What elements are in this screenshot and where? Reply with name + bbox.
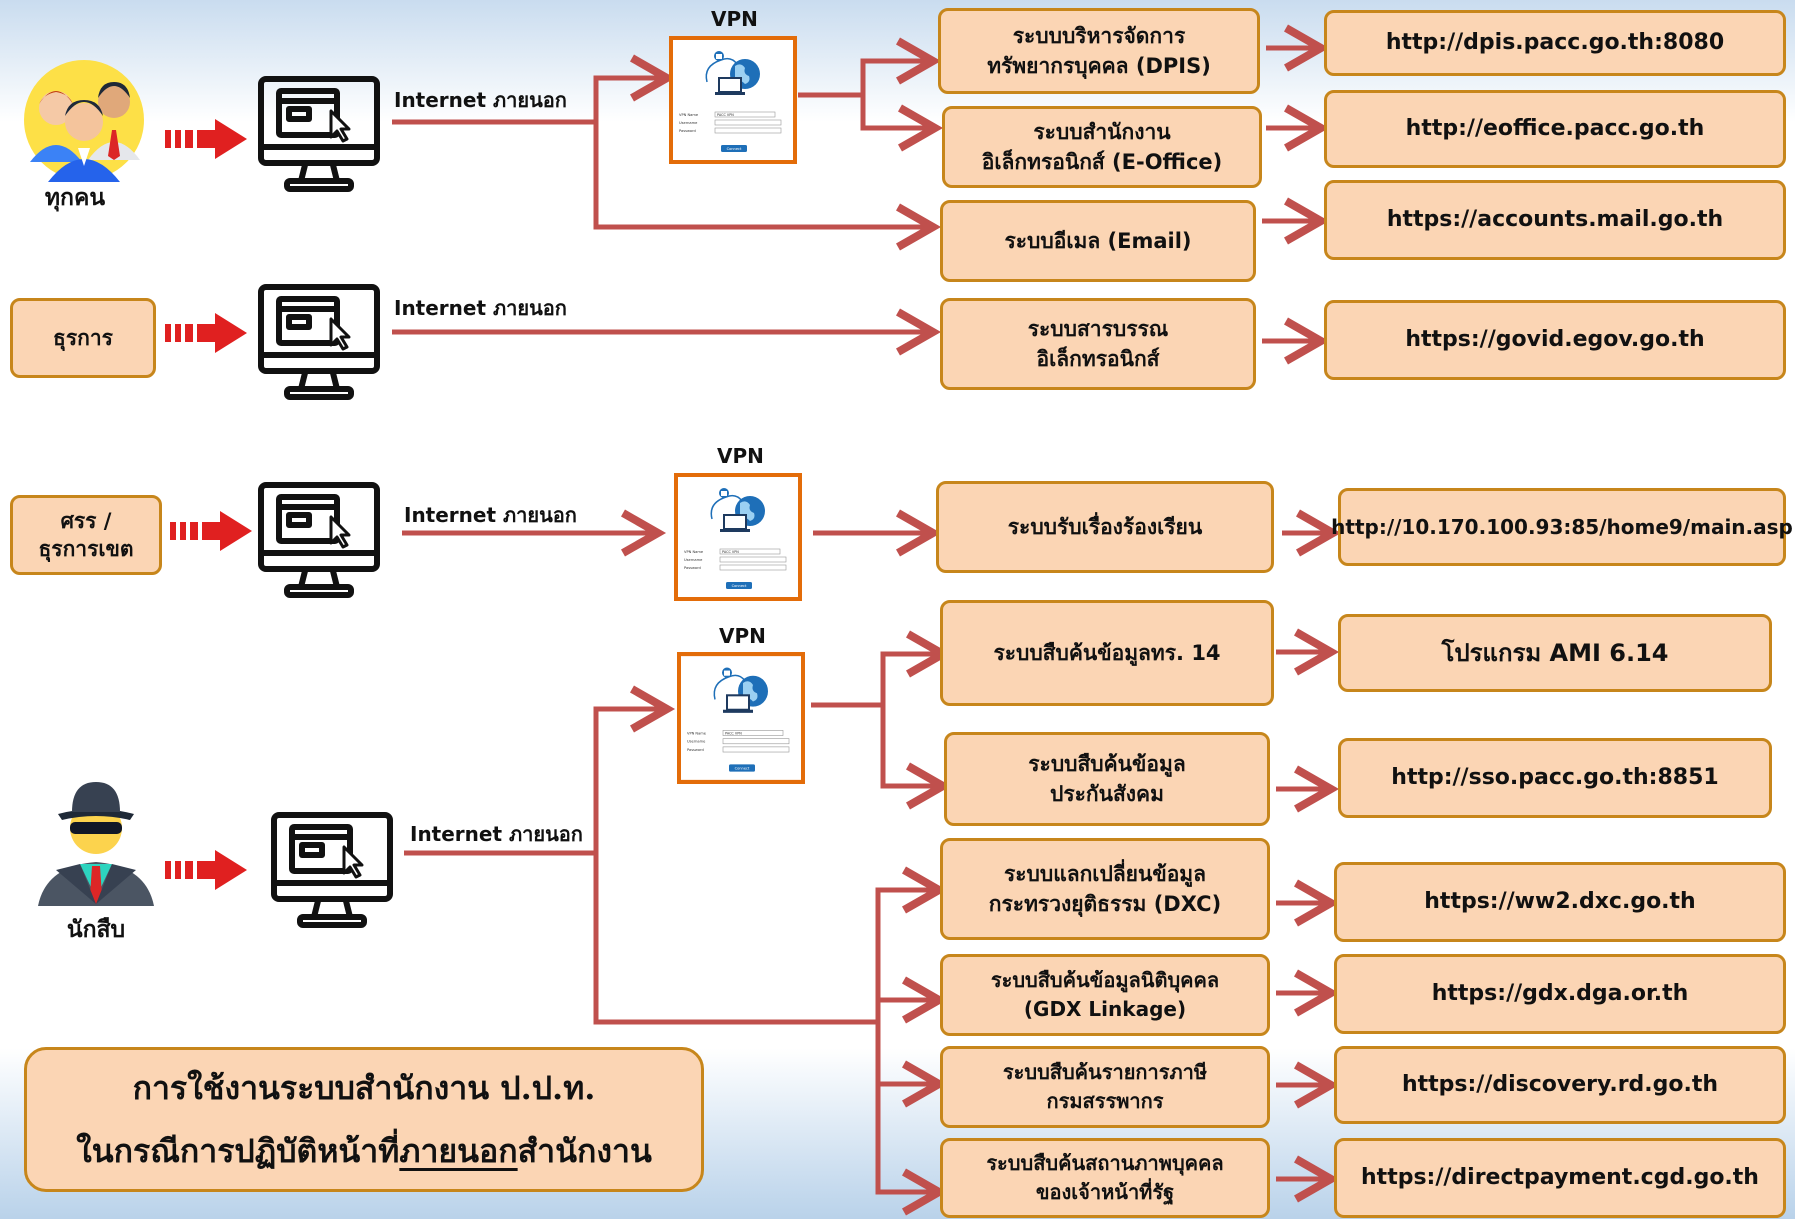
vpn-login-dialog: VPN Name PACC VPN Username Password Conn… bbox=[677, 652, 805, 784]
vpn-name-label: VPN Name bbox=[679, 113, 699, 117]
vpn-globe-icon: VPN Name PACC VPN Username Password Conn… bbox=[677, 652, 805, 784]
vpn-connect-button bbox=[729, 764, 755, 772]
label-regional: ศรร / ธุรการเขต bbox=[10, 495, 162, 575]
label-investigator: นักสืบ bbox=[66, 917, 126, 943]
vpn-username-label: Username bbox=[684, 558, 703, 562]
wire-vpn3-tr14 bbox=[811, 630, 952, 708]
system-gdx: ระบบสืบค้นข้อมูลนิติบุคคล (GDX Linkage) bbox=[940, 954, 1270, 1036]
wire-vpn1-dpis bbox=[798, 37, 942, 98]
caption-internet: Internet ภายนอก bbox=[410, 822, 583, 846]
dashed-arrow-icon bbox=[165, 119, 247, 159]
vpn-connect-label: Connect bbox=[735, 767, 750, 771]
system-complaint: ระบบรับเรื่องร้องเรียน bbox=[936, 481, 1274, 573]
url-rd: https://discovery.rd.go.th bbox=[1334, 1046, 1786, 1124]
computer-monitor-icon bbox=[271, 812, 393, 928]
vpn-connect-label: Connect bbox=[727, 147, 742, 151]
vpn-globe-icon: VPN Name PACC VPN Username Password Conn… bbox=[669, 36, 797, 164]
vpn-name-value: PACC VPN bbox=[717, 113, 734, 117]
vpn-password-label: Password bbox=[684, 566, 701, 570]
url-gdx: https://gdx.dga.or.th bbox=[1334, 954, 1786, 1034]
wire-everyone-main bbox=[392, 54, 676, 125]
label-clerical: ธุรการ bbox=[10, 298, 156, 378]
wire-vpn3-sso bbox=[880, 705, 952, 810]
vpn-connect-button bbox=[721, 145, 747, 152]
wire-bus-rd bbox=[875, 1022, 948, 1108]
vpn-globe-icon: VPN Name PACC VPN Username Password Conn… bbox=[674, 473, 802, 601]
dashed-arrow-icon bbox=[170, 511, 252, 551]
caption-internet: Internet ภายนอก bbox=[394, 296, 567, 320]
url-email: https://accounts.mail.go.th bbox=[1324, 180, 1786, 260]
computer-monitor-icon bbox=[258, 284, 380, 400]
investigator-icon bbox=[38, 782, 154, 906]
wire-investigator-main bbox=[404, 685, 676, 856]
system-sso: ระบบสืบค้นข้อมูล ประกันสังคม bbox=[944, 732, 1270, 826]
dashed-arrow-icon bbox=[165, 850, 247, 890]
vpn-password-label: Password bbox=[687, 748, 704, 752]
vpn-connect-label: Connect bbox=[732, 584, 747, 588]
system-dpis: ระบบบริหารจัดการ ทรัพยากรบุคคล (DPIS) bbox=[938, 8, 1260, 94]
label-everyone: ทุกคน bbox=[44, 185, 106, 211]
vpn-name-value: PACC VPN bbox=[722, 550, 739, 554]
vpn-password-label: Password bbox=[679, 129, 696, 133]
wire-investigator-bus bbox=[593, 853, 948, 1025]
vpn-label: VPN bbox=[717, 444, 764, 468]
vpn-username-label: Username bbox=[687, 740, 706, 744]
url-cgd: https://directpayment.cgd.go.th bbox=[1334, 1138, 1786, 1218]
computer-monitor-icon bbox=[258, 76, 380, 192]
dashed-arrow-icon bbox=[165, 313, 247, 353]
url-complaint: http://10.170.100.93:85/home9/main.asp bbox=[1331, 488, 1793, 566]
system-tr14: ระบบสืบค้นข้อมูลทร. 14 bbox=[940, 600, 1274, 706]
system-saraban: ระบบสารบรรณ อิเล็กทรอนิกส์ bbox=[940, 298, 1256, 390]
vpn-connect-button bbox=[726, 582, 752, 589]
wire-everyone-email bbox=[593, 122, 942, 251]
wire-vpn1-eoffice bbox=[860, 95, 944, 152]
url-dxc: https://ww2.dxc.go.th bbox=[1334, 862, 1786, 942]
vpn-name-label: VPN Name bbox=[687, 731, 707, 735]
vpn-name-label: VPN Name bbox=[684, 550, 704, 554]
url-dpis: http://dpis.pacc.go.th:8080 bbox=[1324, 10, 1786, 76]
url-tr14: โปรแกรม AMI 6.14 bbox=[1338, 614, 1772, 692]
url-sso: http://sso.pacc.go.th:8851 bbox=[1338, 738, 1772, 818]
vpn-name-value: PACC VPN bbox=[725, 731, 742, 735]
vpn-login-dialog: VPN Name PACC VPN Username Password Conn… bbox=[674, 473, 802, 601]
vpn-login-dialog: VPN Name PACC VPN Username Password Conn… bbox=[669, 36, 797, 164]
url-eoffice: http://eoffice.pacc.go.th bbox=[1324, 90, 1786, 168]
caption-internet: Internet ภายนอก bbox=[404, 503, 577, 527]
url-saraban: https://govid.egov.go.th bbox=[1324, 300, 1786, 380]
summary-line1: การใช้งานระบบสำนักงาน ป.ป.ท. bbox=[132, 1069, 596, 1108]
summary-line2: ในกรณีการปฏิบัติหน้าที่ภายนอกสำนักงาน bbox=[76, 1131, 652, 1170]
system-email: ระบบอีเมล (Email) bbox=[940, 200, 1256, 282]
system-cgd: ระบบสืบค้นสถานภาพบุคคล ของเจ้าหน้าที่รัฐ bbox=[940, 1138, 1270, 1218]
computer-monitor-icon bbox=[258, 482, 380, 598]
vpn-label: VPN bbox=[719, 624, 766, 648]
system-dxc: ระบบแลกเปลี่ยนข้อมูล กระทรวงยุติธรรม (DX… bbox=[940, 838, 1270, 940]
system-eoffice: ระบบสำนักงาน อิเล็กทรอนิกส์ (E-Office) bbox=[942, 106, 1262, 188]
vpn-username-label: Username bbox=[679, 121, 698, 125]
caption-internet: Internet ภายนอก bbox=[394, 88, 567, 112]
system-rd: ระบบสืบค้นรายการภาษี กรมสรรพากร bbox=[940, 1046, 1270, 1128]
vpn-label: VPN bbox=[711, 7, 758, 31]
people-group-icon bbox=[24, 60, 144, 182]
wire-bus-cgd bbox=[875, 1084, 948, 1216]
summary-panel: การใช้งานระบบสำนักงาน ป.ป.ท. ในกรณีการปฏ… bbox=[24, 1047, 704, 1192]
